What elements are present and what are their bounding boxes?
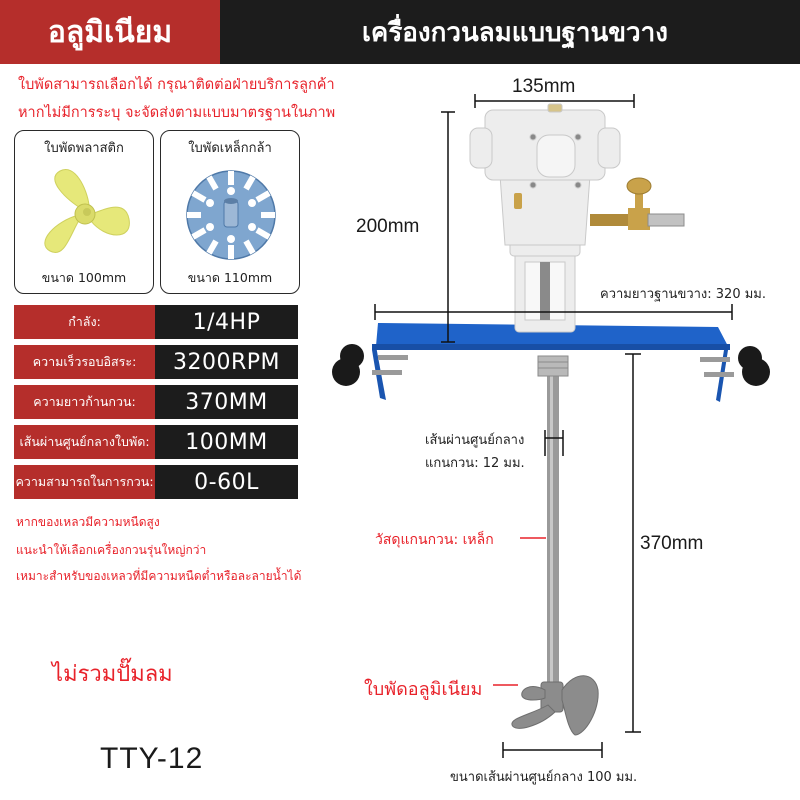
dimension-width-label: 135mm [512,76,576,97]
impeller-option-size: ขนาด 110mm [187,270,273,285]
spec-value: 0-60L [155,465,298,499]
default-shipping-note: หากไม่มีการระบุ จะจัดส่งตามแบบมาตรฐานในภ… [18,105,336,121]
no-pump-note: ไม่รวมปั๊มลม [52,662,173,687]
viscosity-note: แนะนำให้เลือกเครื่องกวนรุ่นใหญ่กว่า [16,543,207,557]
spec-value: 1/4HP [155,305,298,339]
impeller-option-title: ใบพัดเหล็กกล้า [188,141,272,156]
viscosity-note: เหมาะสำหรับของเหลวที่มีความหนืดต่ำหรือละ… [16,569,302,583]
base-length-label: ความยาวฐานขวาง: 320 มม. [600,287,767,302]
impeller-option-steel: ใบพัดเหล็กกล้า ขนาด 1 [160,130,300,294]
viscosity-note: หากของเหลวมีความหนืดสูง [16,515,160,529]
impeller-diameter-label: ขนาดเส้นผ่านศูนย์กลาง 100 มม. [450,770,638,785]
shaft-diameter-value: แกนกวน: 12 มม. [425,456,525,471]
spec-row-speed: ความเร็วรอบอิสระ: 3200RPM [14,345,298,379]
header-banner: อลูมิเนียม เครื่องกวนลมแบบฐานขวาง [0,0,800,64]
impeller-option-title: ใบพัดพลาสติก [44,141,124,156]
spec-label: ความสามารถในการกวน: [14,465,155,499]
product-title: เครื่องกวนลมแบบฐานขวาง [220,0,800,64]
spec-value: 100MM [155,425,298,459]
impeller-option-plastic: ใบพัดพลาสติก ขนาด 100mm [14,130,154,294]
crossbar-base [372,323,730,402]
shaft-diameter-label: เส้นผ่านศูนย์กลาง [425,433,525,448]
spec-label: ความยาวก้านกวน: [14,385,155,419]
clamp-knob-right [700,346,770,386]
spec-row-capacity: ความสามารถในการกวน: 0-60L [14,465,298,499]
dimension-shaft-length-label: 370mm [640,533,704,554]
plastic-propeller-icon [44,169,130,254]
spec-value: 370MM [155,385,298,419]
clamp-knob-left [332,344,408,386]
steel-disc-impeller-icon [186,170,276,260]
dimension-height-label: 200mm [356,216,420,237]
aluminum-impeller-icon [511,675,599,736]
impeller-choice-note: ใบพัดสามารถเลือกได้ กรุณาติดต่อฝ่ายบริกา… [18,77,335,93]
spec-row-shaft-length: ความยาวก้านกวน: 370MM [14,385,298,419]
air-inlet-valve-icon [590,177,685,230]
dimension-lines [374,94,733,758]
spec-label: ความเร็วรอบอิสระ: [14,345,155,379]
impeller-material-label: ใบพัดอลูมิเนียม [364,679,483,700]
spec-label: เส้นผ่านศูนย์กลางใบพัด: [14,425,155,459]
impeller-option-size: ขนาด 100mm [41,270,127,285]
material-title: อลูมิเนียม [0,0,220,64]
shaft-material-label: วัสดุแกนกวน: เหล็ก [375,532,494,548]
mixer-shaft [547,370,559,700]
spec-row-power: กำลัง: 1/4HP [14,305,298,339]
spec-row-impeller-diameter: เส้นผ่านศูนย์กลางใบพัด: 100MM [14,425,298,459]
model-number: TTY-12 [100,742,204,775]
air-motor-body [469,103,621,333]
spec-value: 3200RPM [155,345,298,379]
spec-label: กำลัง: [14,305,155,339]
